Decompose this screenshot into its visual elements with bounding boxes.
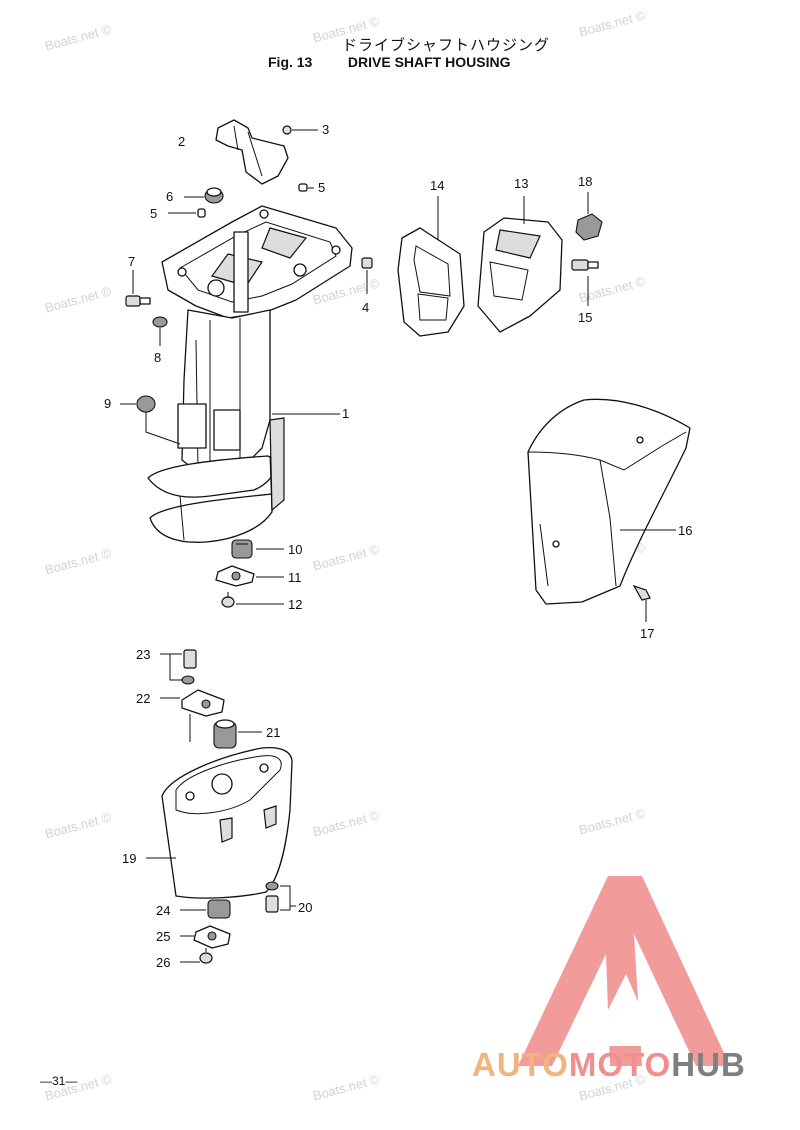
callout-22: 22: [136, 691, 150, 706]
callout-15: 15: [578, 310, 592, 325]
part-12-bolt[interactable]: [221, 592, 284, 608]
callout-10: 10: [288, 542, 302, 557]
part-11-mount-bracket[interactable]: [215, 565, 284, 587]
callout-3: 3: [322, 122, 329, 137]
part-17-screw[interactable]: [632, 584, 651, 622]
callout-25: 25: [156, 929, 170, 944]
callout-24: 24: [156, 903, 170, 918]
callout-7: 7: [128, 254, 135, 269]
callout-6: 6: [166, 189, 173, 204]
callout-21: 21: [266, 725, 280, 740]
callout-19: 19: [122, 851, 136, 866]
title-japanese: ドライブシャフトハウジング: [342, 36, 551, 54]
part-8-washer[interactable]: [152, 316, 168, 346]
part-26-bolt[interactable]: [180, 948, 213, 964]
part-24-mount-rubber[interactable]: [180, 899, 231, 919]
part-20-bolt[interactable]: [265, 881, 296, 913]
figure-title: Fig. 13 DRIVE SHAFT HOUSING: [268, 54, 510, 70]
callout-11: 11: [288, 570, 302, 585]
callout-4: 4: [362, 300, 369, 315]
logo-word-hub: HUB: [671, 1046, 746, 1083]
part-10-mount-rubber[interactable]: [231, 539, 284, 559]
part-4-bolt[interactable]: [361, 257, 373, 294]
callout-1: 1: [342, 406, 349, 421]
callout-13: 13: [514, 176, 528, 191]
part-6-grommet[interactable]: [184, 187, 224, 204]
part-13-exhaust-guide[interactable]: [477, 196, 563, 333]
logo-word-auto: AUTO: [472, 1046, 569, 1083]
part-23-bolt[interactable]: [160, 649, 197, 685]
callout-2: 2: [178, 134, 185, 149]
part-3-screw[interactable]: [282, 125, 318, 135]
part-25-mount-bracket[interactable]: [180, 925, 231, 949]
callout-5-upper: 5: [318, 180, 325, 195]
callout-18: 18: [578, 174, 592, 189]
part-7-bolt[interactable]: [125, 270, 151, 307]
logo-word-moto: MOTO: [568, 1046, 672, 1083]
part-19-lower-housing[interactable]: [146, 746, 293, 899]
part-9-plug[interactable]: [120, 395, 181, 445]
page-number: —31—: [40, 1074, 78, 1088]
part-5-pin-lower[interactable]: [168, 208, 206, 218]
part-14-gasket[interactable]: [397, 196, 465, 337]
callout-14: 14: [430, 178, 444, 193]
part-15-bolt[interactable]: [571, 259, 599, 306]
callout-9: 9: [104, 396, 111, 411]
callout-5-lower: 5: [150, 206, 157, 221]
automotohub-logo: [518, 876, 730, 1066]
callout-20: 20: [298, 900, 312, 915]
figure-caption: DRIVE SHAFT HOUSING: [347, 54, 511, 70]
callout-12: 12: [288, 597, 302, 612]
callout-8: 8: [154, 350, 161, 365]
part-5-pin-upper[interactable]: [298, 183, 314, 192]
part-21-mount-rubber[interactable]: [213, 719, 262, 749]
callout-26: 26: [156, 955, 170, 970]
part-22-plate[interactable]: [160, 689, 225, 742]
callout-17: 17: [640, 626, 654, 641]
part-16-cover[interactable]: [527, 398, 691, 605]
part-2-bracket[interactable]: [215, 119, 289, 185]
part-1-drive-shaft-housing[interactable]: [147, 205, 353, 543]
figure-number: Fig. 13: [268, 54, 313, 70]
logo-wordmark: AUTOMOTOHUB: [472, 1046, 746, 1084]
callout-16: 16: [678, 523, 692, 538]
callout-23: 23: [136, 647, 150, 662]
part-18-nut[interactable]: [575, 192, 603, 241]
